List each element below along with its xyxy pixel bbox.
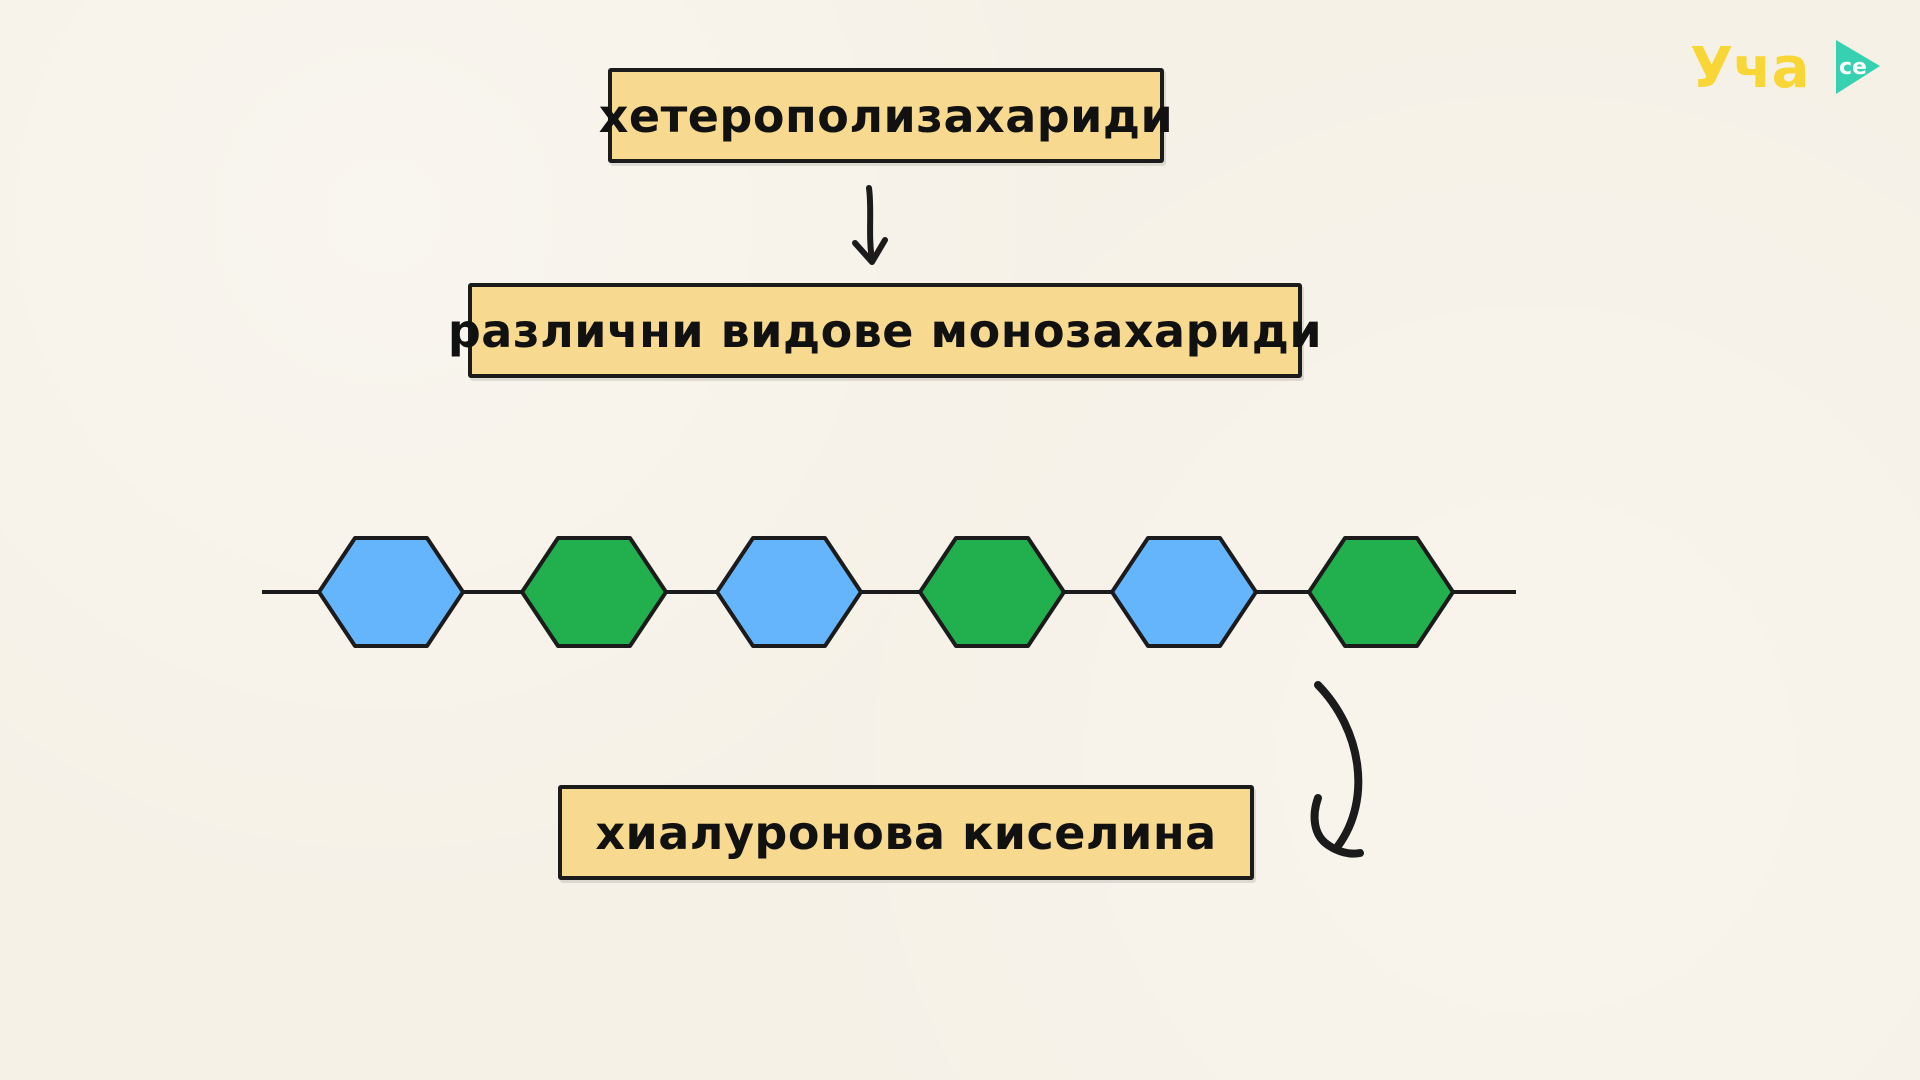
logo-text: Уча xyxy=(1690,36,1809,101)
monosaccharide-a-hexagon xyxy=(317,536,465,648)
label-different-monosaccharides-text: различни видове монозахариди xyxy=(447,303,1323,358)
label-hyaluronic-acid: хиалуронова киселина xyxy=(558,785,1254,880)
brand-logo: Уча се xyxy=(1690,36,1880,101)
logo-badge-text: се xyxy=(1839,55,1867,80)
curved-arrow-icon xyxy=(1310,681,1364,858)
monosaccharide-b-hexagon xyxy=(1307,536,1455,648)
label-heteropolysaccharides: хетерополизахариди xyxy=(599,68,1173,163)
label-different-monosaccharides: различни видове монозахариди xyxy=(448,283,1322,378)
monosaccharide-b-hexagon xyxy=(918,536,1066,648)
monosaccharide-b-hexagon xyxy=(520,536,668,648)
label-hyaluronic-acid-text: хиалуронова киселина xyxy=(595,805,1217,860)
logo-badge-icon xyxy=(1836,40,1880,94)
monosaccharide-a-hexagon xyxy=(1110,536,1258,648)
monosaccharide-a-hexagon xyxy=(715,536,863,648)
arrow-down-icon xyxy=(852,185,888,265)
label-heteropolysaccharides-text: хетерополизахариди xyxy=(598,88,1174,143)
monosaccharide-chain xyxy=(317,536,1455,648)
